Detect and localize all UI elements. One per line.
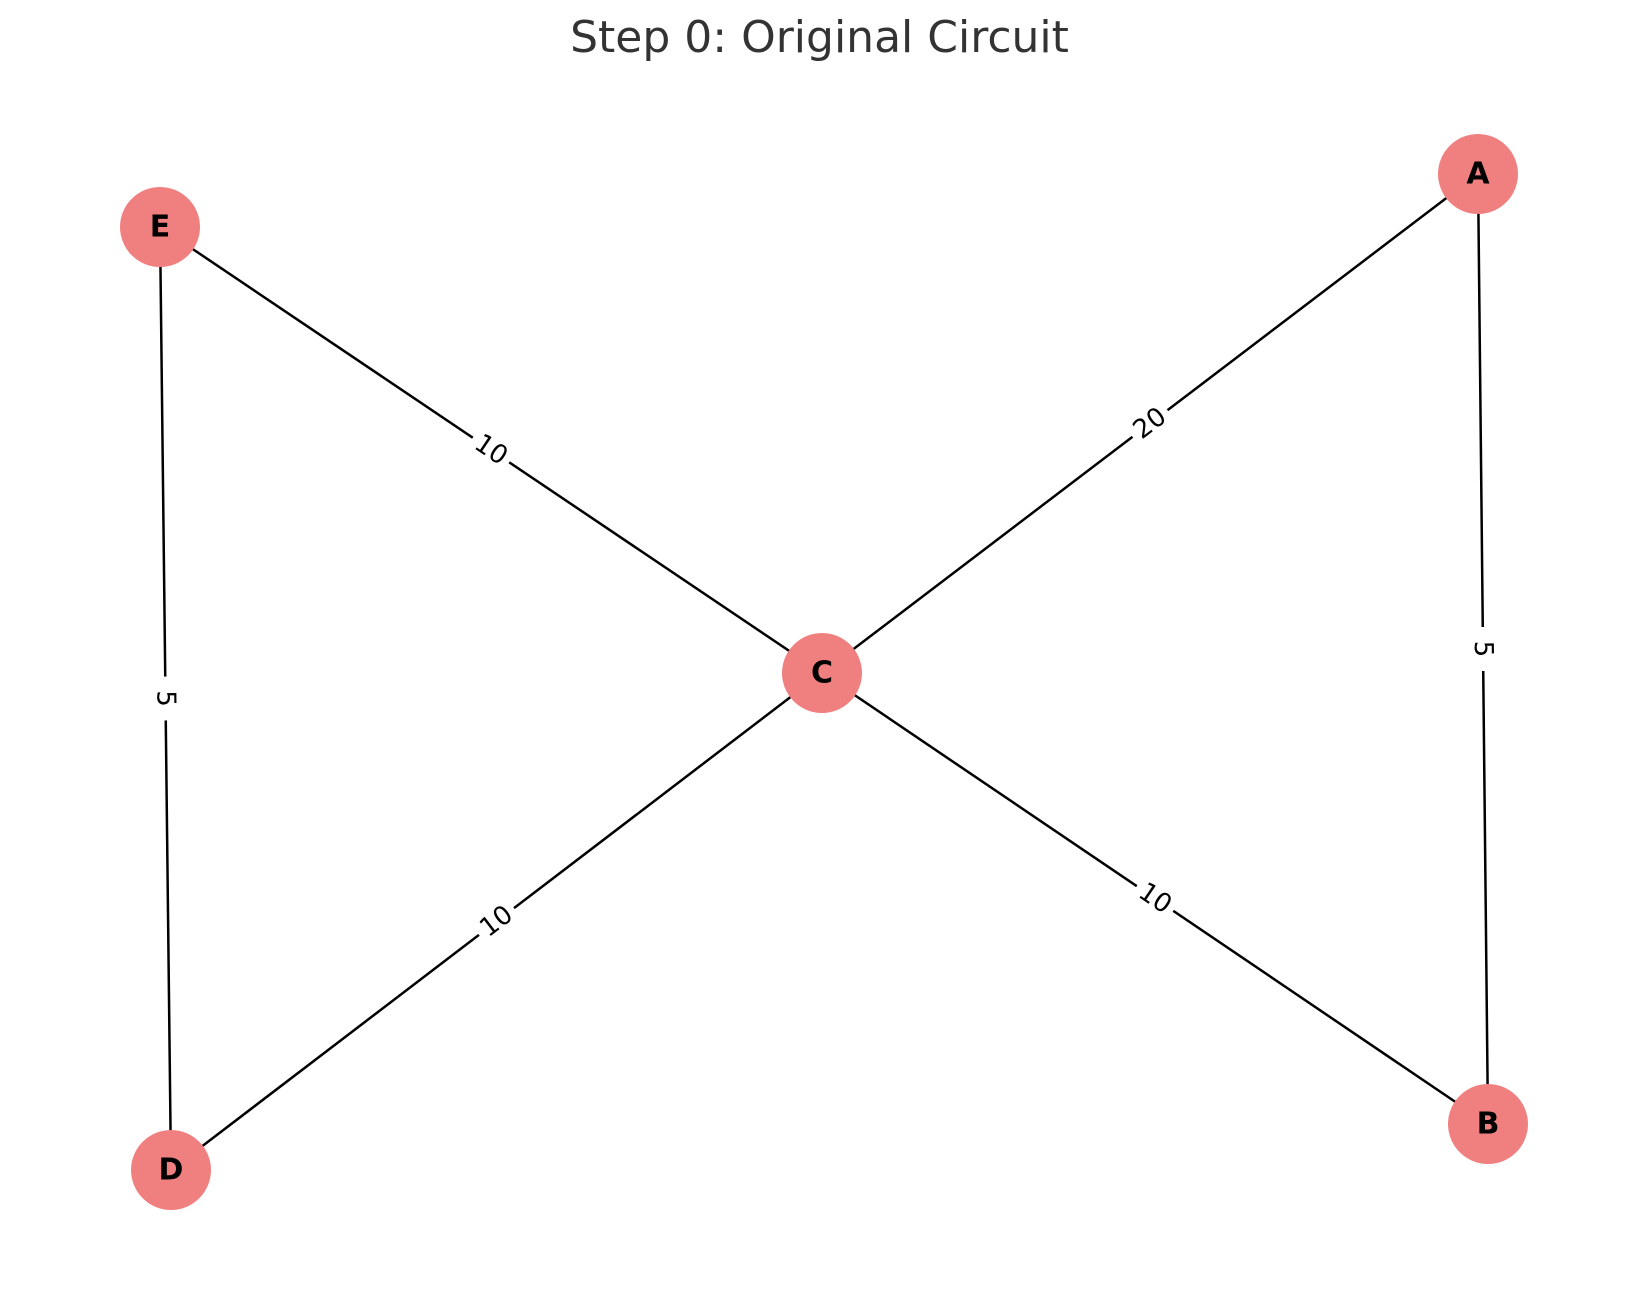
edge-E-D: 5 — [149, 226, 182, 1171]
node-circle — [1448, 1084, 1528, 1164]
edge-weight-label: 5 — [150, 690, 180, 707]
node-B: B — [1448, 1084, 1528, 1164]
diagram-title: Step 0: Original Circuit — [570, 12, 1069, 63]
edge-label-background — [463, 424, 519, 476]
node-circle — [782, 633, 862, 713]
edge-label-background — [1122, 397, 1178, 450]
nodes-layer: A B C D E — [120, 134, 1528, 1210]
edge-label-background — [469, 895, 524, 948]
edge-label-background — [149, 676, 182, 721]
edge-A-B: 5 — [1466, 173, 1500, 1125]
node-circle — [1438, 134, 1518, 214]
edge-A-C: 20 — [821, 173, 1479, 674]
node-circle — [131, 1130, 211, 1210]
node-A: A — [1438, 134, 1518, 214]
node-label: B — [1477, 1107, 1500, 1142]
node-label: A — [1466, 157, 1490, 192]
edge-label-background — [1127, 872, 1183, 925]
node-E: E — [120, 187, 200, 267]
node-D: D — [131, 1130, 211, 1210]
edge-weight-label: 5 — [1468, 641, 1498, 658]
node-label: C — [811, 656, 833, 691]
node-label: E — [150, 210, 171, 245]
node-circle — [120, 187, 200, 267]
node-C: C — [782, 633, 862, 713]
edge-C-B: 10 — [821, 671, 1489, 1126]
edge-C-D: 10 — [170, 672, 823, 1171]
edge-label-background — [1466, 626, 1500, 672]
edge-E-C: 10 — [159, 225, 823, 675]
node-label: D — [159, 1153, 184, 1188]
